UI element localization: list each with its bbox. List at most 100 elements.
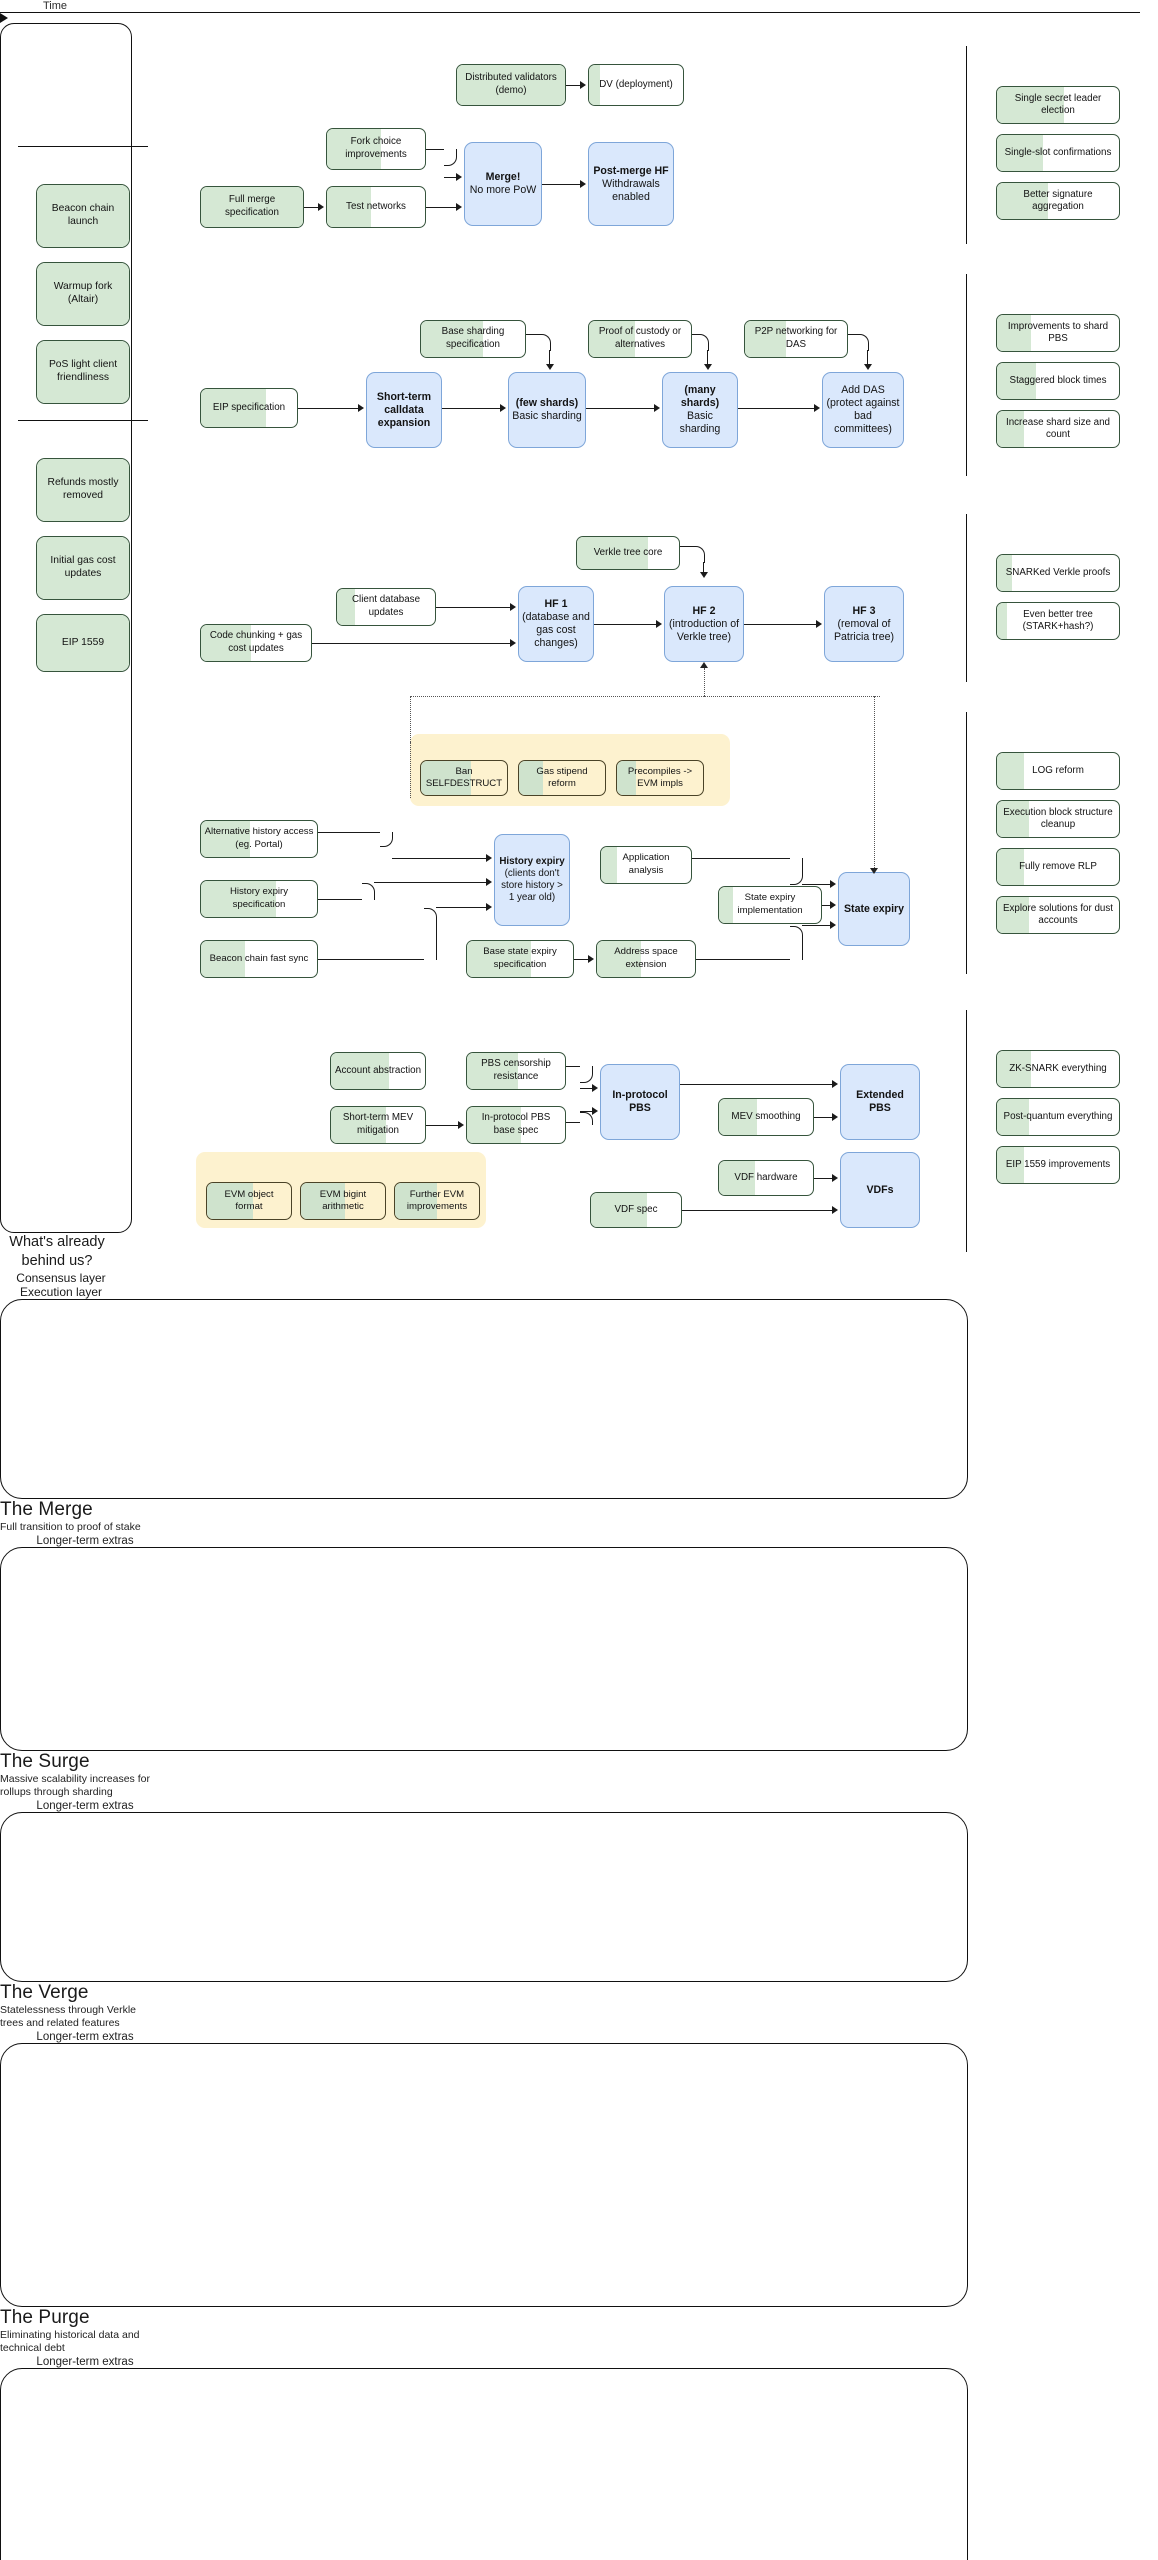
node-label: Explore solutions for dust accounts [997,903,1119,927]
node-m-fork-choice[interactable]: Fork choice improvements [326,128,426,170]
extra-item-staggered-block-times[interactable]: Staggered block times [996,362,1120,400]
arrow-head [814,404,820,412]
extra-item-explore-solutions-for-dust-accounts[interactable]: Explore solutions for dust accounts [996,896,1120,934]
sidebar-item-initial-gas-cost-updates[interactable]: Initial gas cost updates [36,536,130,600]
arrow-head [816,620,822,628]
connector-line [566,1122,580,1123]
node-s-das[interactable]: Add DAS (protect against bad committees) [822,372,904,448]
node-s-p2p-das[interactable]: P2P networking for DAS [744,320,848,358]
node-s-many-shards[interactable]: (many shards)Basic sharding [662,372,738,448]
node-sp-pbs-base[interactable]: In-protocol PBS base spec [466,1106,566,1144]
sidebar-item-warmup-fork-altair[interactable]: Warmup fork (Altair) [36,262,130,326]
node-label: Client database updates [337,594,435,619]
extra-item-post-quantum-everything[interactable]: Post-quantum everything [996,1098,1120,1136]
extra-item-single-secret-leader-election[interactable]: Single secret leader election [996,86,1120,124]
node-v-hf2[interactable]: HF 2(introduction of Verkle tree) [664,586,744,662]
node-sp-account-abs[interactable]: Account abstraction [330,1052,426,1090]
node-s-base-shard[interactable]: Base sharding specification [420,320,526,358]
node-p-beacon-sync[interactable]: Beacon chain fast sync [200,940,318,978]
node-label: State expiry implementation [719,892,821,917]
extra-item-improvements-to-shard-pbs[interactable]: Improvements to shard PBS [996,314,1120,352]
node-v-code-chunk[interactable]: Code chunking + gas cost updates [200,624,312,662]
extras-divider [966,712,967,974]
extra-item-zk-snark-everything[interactable]: ZK-SNARK everything [996,1050,1120,1088]
track-node-ban-selfdestruct[interactable]: Ban SELFDESTRUCT [420,760,508,796]
connector-elbow [362,883,375,900]
extra-item-snarked-verkle-proofs[interactable]: SNARKed Verkle proofs [996,554,1120,592]
node-v-hf1[interactable]: HF 1(database and gas cost changes) [518,586,594,662]
extra-item-fully-remove-rlp[interactable]: Fully remove RLP [996,848,1120,886]
node-label: Refunds mostly removed [37,477,129,502]
extra-item-increase-shard-size-and-count[interactable]: Increase shard size and count [996,410,1120,448]
node-v-client-db[interactable]: Client database updates [336,588,436,626]
node-m-dv-demo[interactable]: Distributed validators (demo) [456,64,566,106]
connector-line [526,334,538,335]
node-label: History expiry(clients don't store histo… [495,856,569,904]
connector-line [744,624,816,625]
extra-item-single-slot-confirmations[interactable]: Single-slot confirmations [996,134,1120,172]
node-sp-vdf-spec[interactable]: VDF spec [590,1192,682,1228]
sidebar-item-refunds-mostly-removed[interactable]: Refunds mostly removed [36,458,130,522]
connector-elbow [444,149,457,166]
extra-item-execution-block-structure-cleanup[interactable]: Execution block structure cleanup [996,800,1120,838]
connector-line [802,925,830,926]
node-p-state-impl[interactable]: State expiry implementation [718,886,822,924]
node-label: Better signature aggregation [997,189,1119,213]
time-axis-arrow [0,13,8,23]
node-p-state-expiry[interactable]: State expiry [838,872,910,946]
arrow-head [592,1084,598,1092]
node-label: Proof of custody or alternatives [589,326,691,351]
node-label: Alternative history access (eg. Portal) [201,826,317,851]
node-p-addr-space[interactable]: Address space extension [596,940,696,978]
phase-desc-merge: Full transition to proof of stake [0,1521,150,1535]
track-node-precompiles-evm-impls[interactable]: Precompiles -> EVM impls [616,760,704,796]
node-v-hf3[interactable]: HF 3(removal of Patricia tree) [824,586,904,662]
node-sp-mev-mitig[interactable]: Short-term MEV mitigation [330,1106,426,1144]
dotted-line [730,696,874,697]
connector-line [707,350,708,364]
extra-item-log-reform[interactable]: LOG reform [996,752,1120,790]
node-s-few-shards[interactable]: (few shards)Basic sharding [508,372,586,448]
node-label: HF 2(introduction of Verkle tree) [665,605,743,644]
extra-item-even-better-tree-stark-hash[interactable]: Even better tree (STARK+hash?) [996,602,1120,640]
node-sp-ext-pbs[interactable]: Extended PBS [840,1064,920,1140]
extra-item-better-signature-aggregation[interactable]: Better signature aggregation [996,182,1120,220]
node-sp-inproto-pbs[interactable]: In-protocol PBS [600,1064,680,1140]
extra-item-eip-1559-improvements[interactable]: EIP 1559 improvements [996,1146,1120,1184]
node-p-app-analysis[interactable]: Application analysis [600,846,692,884]
node-sp-vdfs[interactable]: VDFs [840,1152,920,1228]
node-s-calldata[interactable]: Short-term calldata expansion [366,372,442,448]
node-sp-pbs-censor[interactable]: PBS censorship resistance [466,1052,566,1090]
connector-line [814,1117,832,1118]
node-s-eip-spec[interactable]: EIP specification [200,388,298,428]
node-m-full-spec[interactable]: Full merge specification [200,186,304,228]
node-p-hist-spec[interactable]: History expiry specification [200,880,318,918]
node-m-dv-deploy[interactable]: DV (deployment) [588,64,684,106]
node-sp-vdf-hw[interactable]: VDF hardware [718,1160,814,1196]
sidebar-item-beacon-chain-launch[interactable]: Beacon chain launch [36,184,130,248]
track-node-further-evm-improvements[interactable]: Further EVM improvements [394,1182,480,1220]
node-label: EIP 1559 [59,637,107,650]
node-p-alt-hist[interactable]: Alternative history access (eg. Portal) [200,820,318,858]
track-node-gas-stipend-reform[interactable]: Gas stipend reform [518,760,606,796]
node-m-merge[interactable]: Merge!No more PoW [464,142,542,226]
node-p-hist-expiry[interactable]: History expiry(clients don't store histo… [494,834,570,926]
node-sp-mev-smooth[interactable]: MEV smoothing [718,1098,814,1136]
sidebar-item-eip-1559[interactable]: EIP 1559 [36,614,130,672]
arrow-head [486,854,492,862]
track-node-evm-object-format[interactable]: EVM object format [206,1182,292,1220]
node-v-verkle-core[interactable]: Verkle tree core [576,536,680,570]
connector-line [566,85,580,86]
arrow-head [832,1080,838,1088]
sidebar-item-pos-light-client-friendliness[interactable]: PoS light client friendliness [36,340,130,404]
track-node-evm-bigint-arithmetic[interactable]: EVM bigint arithmetic [300,1182,386,1220]
connector-line [426,1125,458,1126]
phase-panel-splurge [0,2368,968,2560]
node-m-testnets[interactable]: Test networks [326,186,426,228]
node-p-base-state-spec[interactable]: Base state expiry specification [466,940,574,978]
arrow-head [592,1107,598,1115]
node-s-custody[interactable]: Proof of custody or alternatives [588,320,692,358]
node-label: Initial gas cost updates [37,555,129,580]
connector-line [549,350,550,364]
